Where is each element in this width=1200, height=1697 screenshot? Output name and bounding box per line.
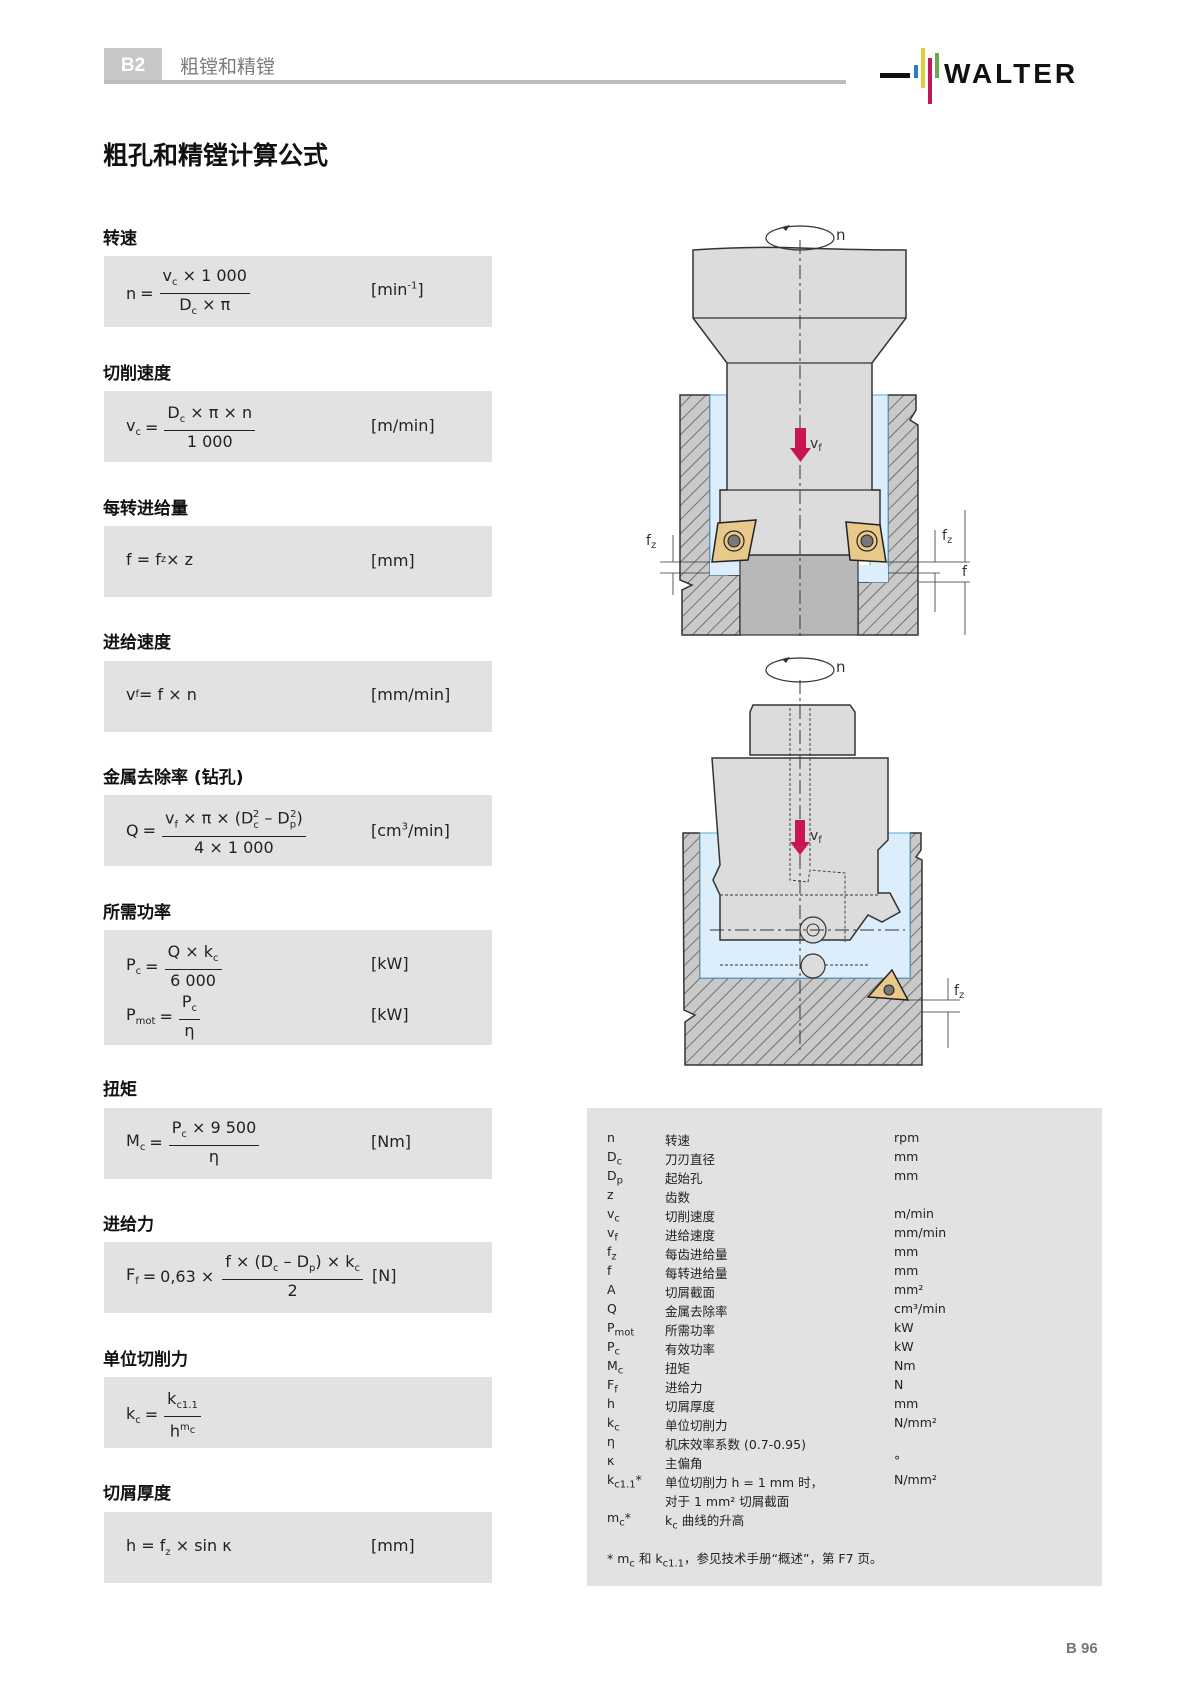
formula-label-torque: 扭矩 bbox=[103, 1080, 137, 1100]
chapter-code-badge: B2 bbox=[104, 48, 162, 84]
legend-row: 对于 1 mm² 切屑截面 bbox=[665, 1494, 790, 1509]
formula-label-cutting-speed: 切削速度 bbox=[103, 364, 171, 384]
page-number: B 96 bbox=[1066, 1640, 1098, 1657]
walter-logo: WALTER bbox=[878, 44, 1108, 104]
unit-power-motor: [kW] bbox=[371, 1005, 409, 1024]
svg-text:f: f bbox=[962, 564, 968, 580]
formula-label-feed-speed: 进给速度 bbox=[103, 633, 171, 653]
chapter-code: B2 bbox=[120, 55, 146, 76]
svg-text:n: n bbox=[836, 658, 846, 676]
formula-box-removal-rate: Q= vf × π × (Dc2 – Dp2)4 × 1 000 [cm3/mi… bbox=[104, 795, 492, 866]
legend-row: kc1.1*单位切削力 h = 1 mm 时，N/mm² bbox=[607, 1472, 937, 1491]
formula-label-specific-force: 单位切削力 bbox=[103, 1350, 188, 1370]
svg-text:fz: fz bbox=[954, 983, 964, 1001]
formula-label-removal-rate: 金属去除率 (钻孔) bbox=[103, 768, 244, 788]
insert-triangle-icon bbox=[866, 968, 910, 1001]
unit-removal-rate: [cm3/min] bbox=[371, 821, 450, 840]
unit-feed-speed: [mm/min] bbox=[371, 685, 451, 704]
unit-speed: [min-1] bbox=[371, 280, 424, 299]
formula-label-power: 所需功率 bbox=[103, 903, 171, 923]
chapter-title: 粗镗和精镗 bbox=[180, 56, 276, 78]
finishing-boring-diagram: n vf fz bbox=[682, 657, 964, 1066]
unit-feed-force: [N] bbox=[372, 1266, 397, 1285]
rotation-label: n bbox=[836, 226, 846, 244]
formula-label-speed: 转速 bbox=[103, 229, 137, 249]
formula-label-feed-force: 进给力 bbox=[103, 1215, 154, 1235]
unit-chip-thickness: [mm] bbox=[371, 1536, 415, 1555]
formula-label-chip-thickness: 切屑厚度 bbox=[103, 1484, 171, 1504]
insert-left-icon bbox=[711, 519, 757, 563]
legend-row: mc*kc 曲线的升高 bbox=[607, 1510, 745, 1532]
svg-text:fz: fz bbox=[646, 533, 656, 551]
header-divider bbox=[104, 80, 846, 84]
formula-removal-rate: Q= vf × π × (Dc2 – Dp2)4 × 1 000 bbox=[126, 805, 308, 857]
walter-logo-icon bbox=[880, 48, 939, 104]
roughing-boring-diagram: n vf fz fz f bbox=[646, 225, 970, 638]
unit-cutting-speed: [m/min] bbox=[371, 416, 435, 435]
formula-chip-thickness: h = fz × sin κ bbox=[126, 1536, 232, 1559]
svg-text:fz: fz bbox=[942, 528, 952, 546]
formula-label-feed-per-rev: 每转进给量 bbox=[103, 499, 188, 519]
insert-right-icon bbox=[845, 521, 887, 563]
unit-torque: [Nm] bbox=[371, 1132, 412, 1151]
brand-name: WALTER bbox=[944, 58, 1079, 89]
page-title: 粗孔和精镗计算公式 bbox=[103, 141, 329, 170]
formula-box-chip-thickness: h = fz × sin κ [mm] bbox=[104, 1512, 492, 1583]
unit-feed-per-rev: [mm] bbox=[371, 551, 415, 570]
legend-footnote: * mc 和 kc1.1，参见技术手册“概述”，第 F7 页。 bbox=[607, 1551, 883, 1570]
unit-power-cutting: [kW] bbox=[371, 954, 409, 973]
